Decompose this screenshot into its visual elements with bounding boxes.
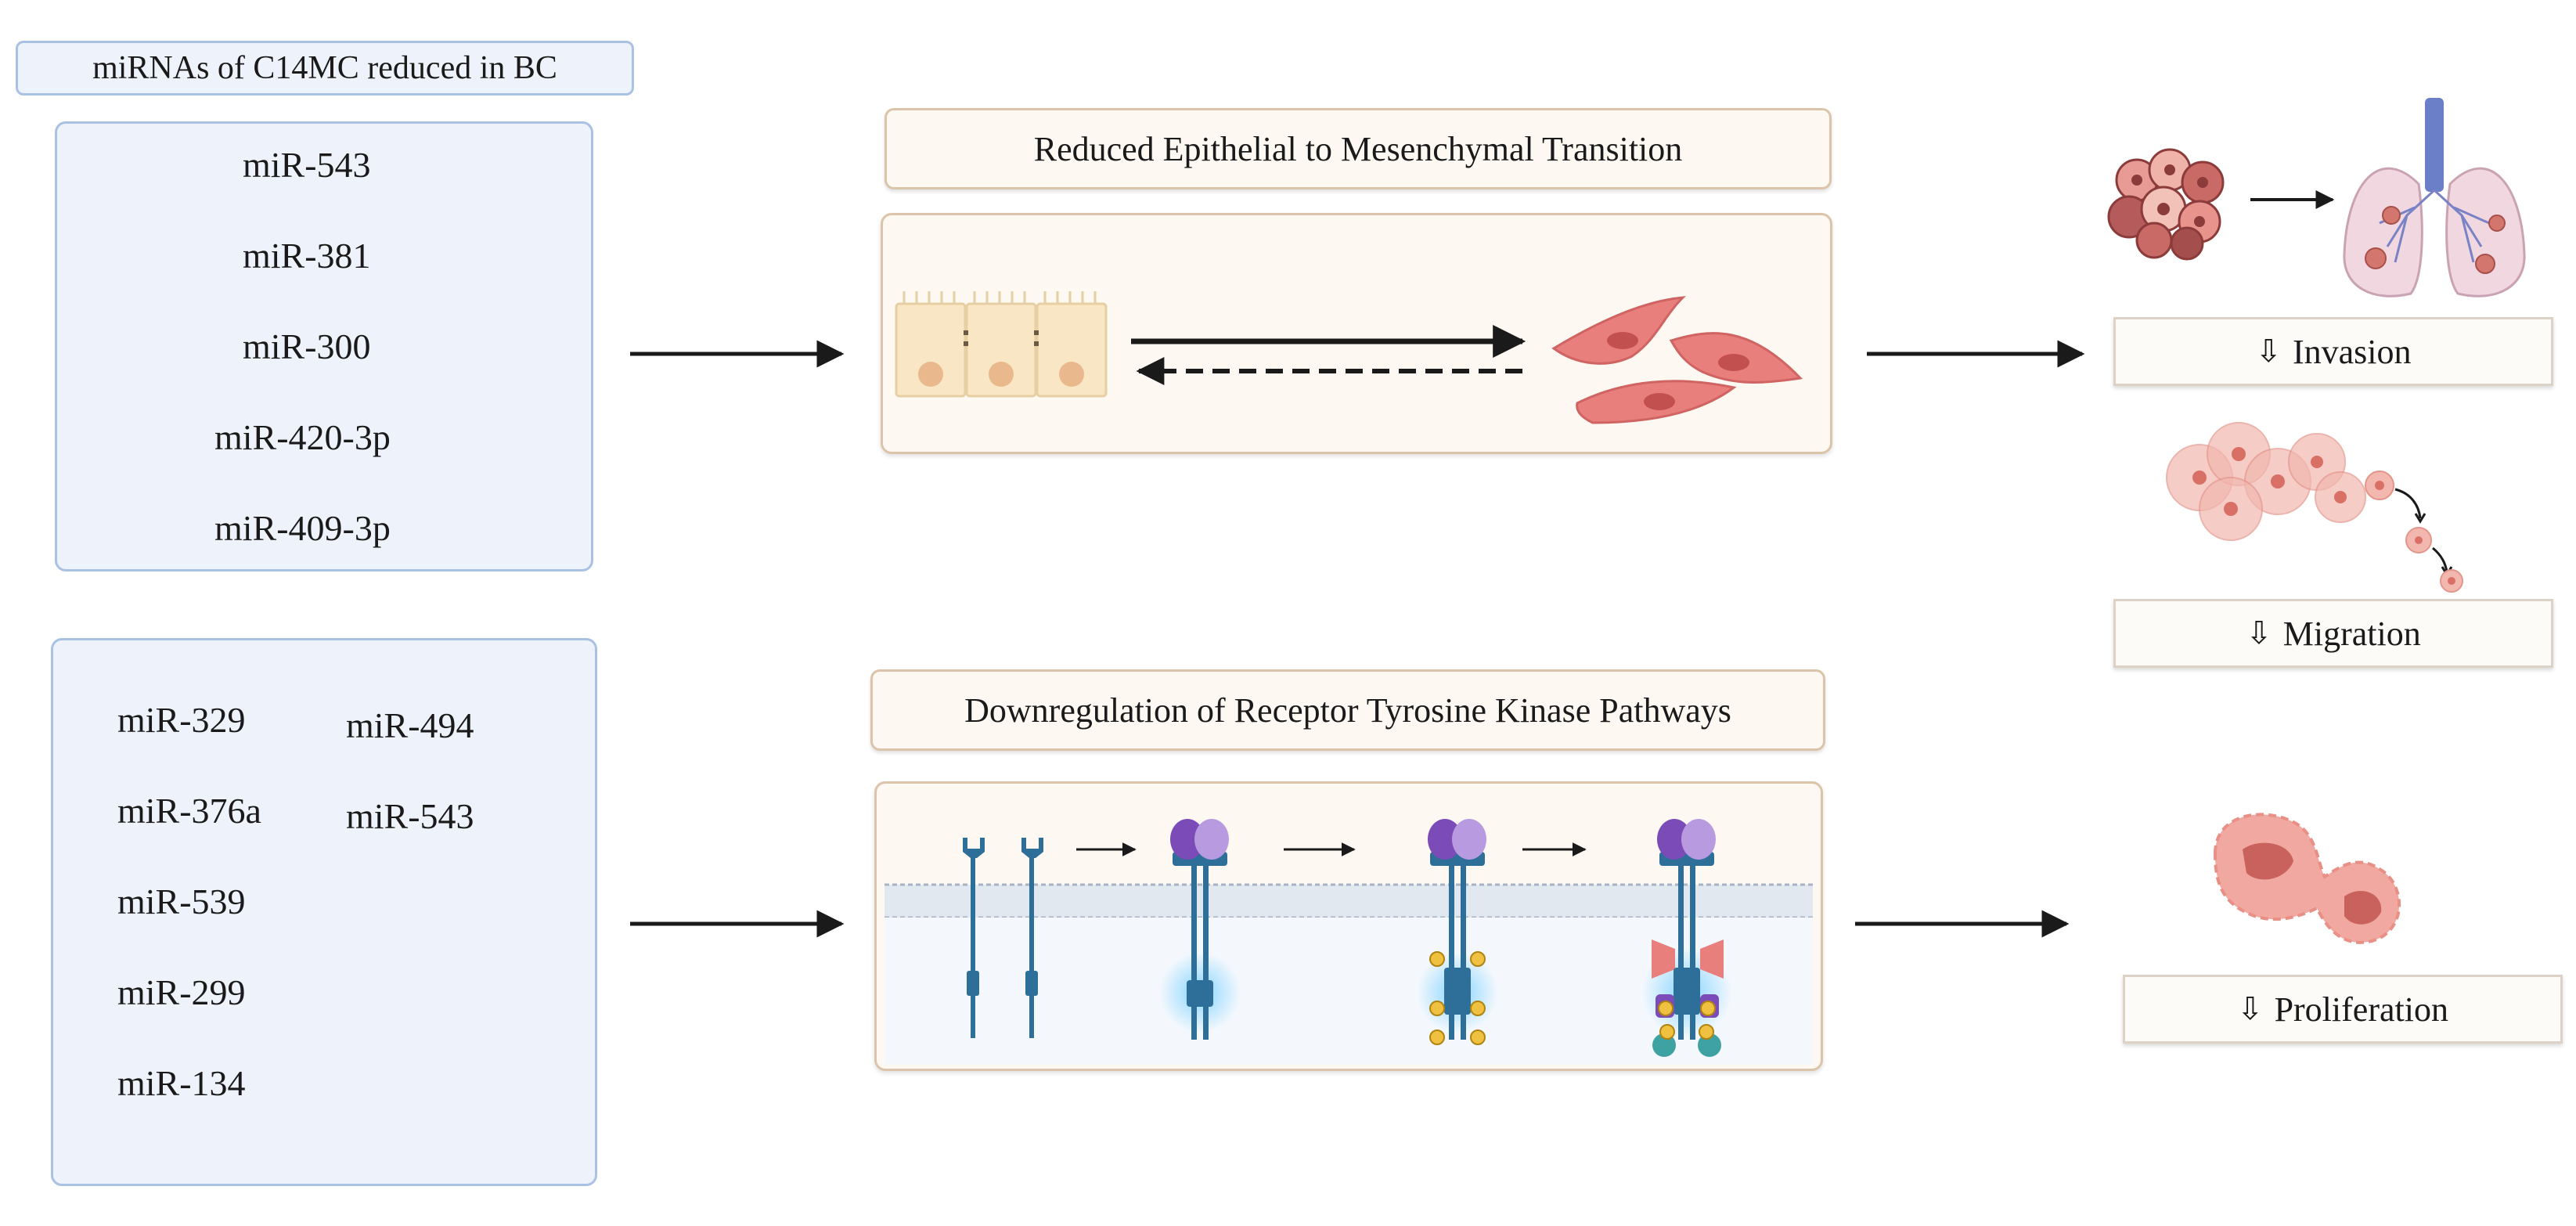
tumor-cluster-icon <box>2107 148 2225 261</box>
mirna-label: miR-376a <box>117 791 261 831</box>
dividing-cell-icon <box>2213 813 2401 944</box>
mirna-label: miR-299 <box>117 972 246 1012</box>
emt-arrows <box>1131 325 1526 385</box>
diagram-title: miRNAs of C14MC reduced in BC <box>16 41 634 96</box>
outcome-label: Invasion <box>2292 332 2412 371</box>
mirna-label: miR-543 <box>243 145 371 185</box>
mesenchymal-cells-icon <box>1551 296 1803 424</box>
mirna-group-bottom <box>51 638 597 1186</box>
migrating-cells-icon <box>2166 422 2463 593</box>
outcome-invasion: ⇩ Invasion <box>2113 317 2553 386</box>
mirna-label: miR-134 <box>117 1063 246 1103</box>
mirna-label: miR-300 <box>243 326 371 366</box>
mirna-group-top <box>55 121 593 572</box>
down-arrow-icon: ⇩ <box>2237 991 2264 1027</box>
mirna-label: miR-381 <box>243 236 371 276</box>
mirna-label: miR-409-3p <box>214 508 391 548</box>
receptor-tyrosine-kinase-icon <box>884 819 1813 1065</box>
outcome-migration: ⇩ Migration <box>2113 599 2553 668</box>
mirna-label: miR-539 <box>117 882 246 921</box>
outcome-label: Proliferation <box>2274 990 2448 1029</box>
arrow-to-lungs <box>2250 190 2335 209</box>
down-arrow-icon: ⇩ <box>2246 615 2272 651</box>
rtk-title: Downregulation of Receptor Tyrosine Kina… <box>870 669 1825 751</box>
lungs-icon <box>2343 98 2526 297</box>
mirna-label: miR-420-3p <box>214 417 391 457</box>
outcome-label: Migration <box>2282 614 2421 653</box>
mirna-label: miR-329 <box>117 700 246 740</box>
outcome-proliferation: ⇩ Proliferation <box>2123 975 2563 1044</box>
down-arrow-icon: ⇩ <box>2255 334 2282 370</box>
mirna-label: miR-494 <box>346 705 474 745</box>
epithelial-cells-icon <box>895 291 1108 398</box>
mirna-label: miR-543 <box>346 796 474 836</box>
emt-title: Reduced Epithelial to Mesenchymal Transi… <box>884 108 1832 189</box>
